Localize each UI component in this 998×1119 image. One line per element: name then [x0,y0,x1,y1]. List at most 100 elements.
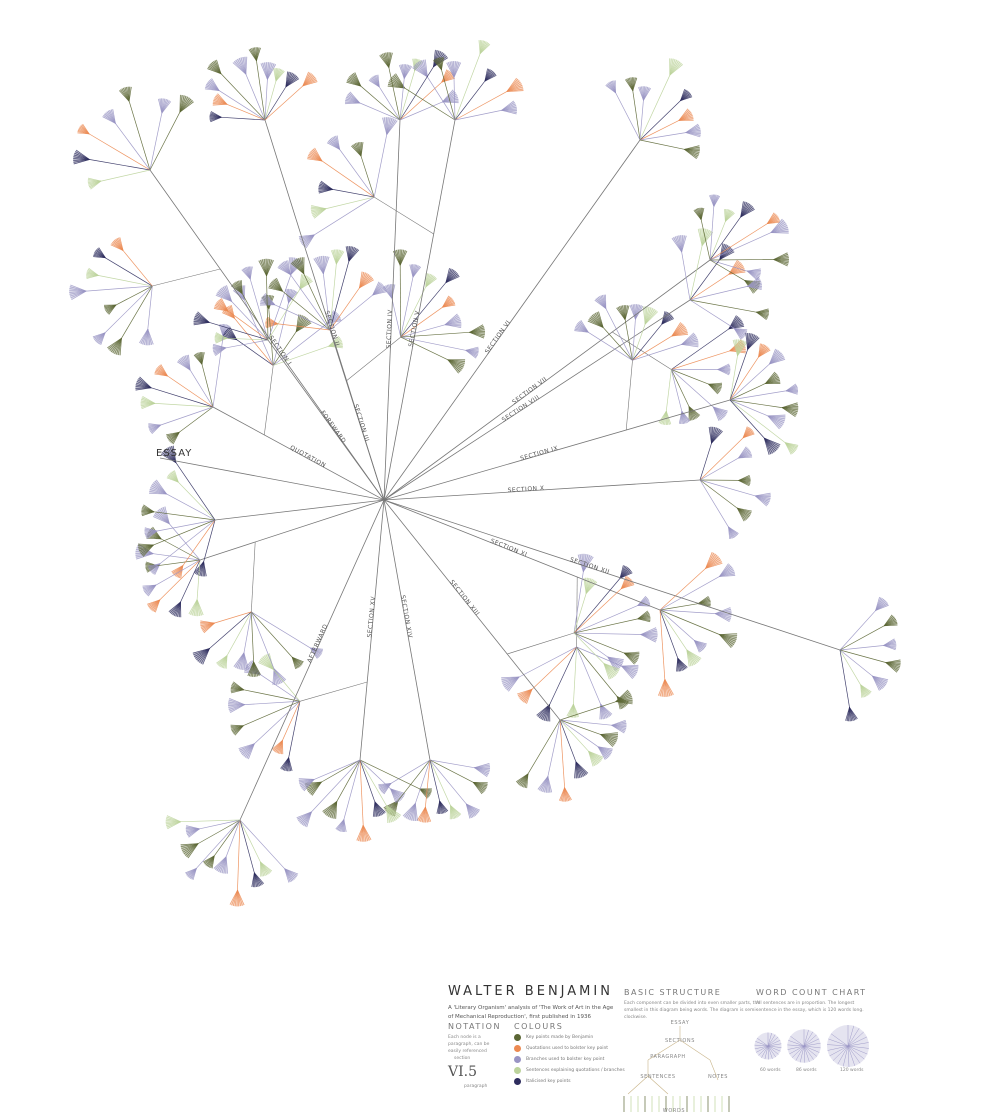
leaf-fan [409,264,422,278]
leaf-fan [140,396,156,410]
leaf-fan [285,71,300,88]
leaf-fan [447,359,466,374]
leaf-fan [678,108,694,121]
colour-item: Italicised key points [514,1078,571,1085]
leaf-fan [238,743,255,760]
section-stem [149,169,385,501]
leaf-fan [436,800,449,815]
leaf-fan [228,698,245,714]
section-stem [383,119,456,501]
leaf-fan [73,149,90,165]
leaf-fan [684,145,700,160]
leaf-fan [335,819,347,833]
leaf-fan [213,298,229,312]
leaf-fan [296,811,312,828]
leaf-fan [875,596,889,611]
leaf-fan [517,688,533,704]
leaf-fan [465,346,479,359]
leaf-fan [594,294,607,309]
leaf-fan [387,73,406,89]
leaf-fan [232,56,248,75]
leaf-fan [241,266,253,280]
leaf-fan [107,337,122,356]
leaf-fan [597,746,613,760]
structure-label: WORDS [663,1108,685,1114]
structure-text: Each component can be divided into even … [624,1001,761,1020]
leaf-fan [765,371,781,384]
leaf-fan [212,344,227,356]
wordcount-label: 86 words [796,1068,817,1073]
leaf-fan [588,750,604,767]
leaf-fan [307,147,323,162]
section-label: FOREWARD [319,409,347,444]
leaf-fan [693,640,707,653]
legend-title: WALTER BENJAMIN [448,984,613,999]
leaf-fan [605,80,616,94]
structure-label: NOTES [708,1074,728,1080]
leaf-fan [344,91,361,105]
wordcount-label: 60 words [760,1068,781,1073]
leaf-fan [712,406,728,422]
section-stem [383,399,731,501]
leaf-fan [298,778,315,792]
leaf-fan [392,249,408,266]
leaf-fan [669,58,683,76]
leaf-fan [141,504,155,517]
leaf-fan [705,551,723,569]
leaf-fan [445,268,460,284]
leaf-fan [148,423,162,435]
leaf-fan [171,565,184,579]
leaf-fan [139,328,154,346]
section-label: SECTION I [267,334,293,366]
colour-item: Sentences explaining quotations / branch… [514,1067,625,1074]
leaf-fan [209,111,222,123]
leaf-fan [883,614,898,627]
wordcount-mark [827,1025,869,1067]
leaf-fan [472,781,488,795]
notation-heading: NOTATION [448,1022,501,1031]
leaf-fan [781,402,799,417]
structure-label: PARAGRAPH [650,1054,685,1060]
leaf-fan [708,426,723,444]
section-stem [383,499,661,611]
leaf-fan [251,872,265,888]
section-label: SECTION V [408,310,422,348]
section-label: SECTION XIII [448,579,481,618]
section-label: SECTION IV [385,309,394,349]
leaf-fan [754,492,771,507]
leaf-fan [204,78,220,92]
leaf-fan [637,595,651,607]
leaf-fan [177,354,191,371]
section-label: SECTION XIV [399,595,414,640]
leaf-fan [160,445,177,463]
leaf-fan [747,276,762,290]
leaf-fan [382,117,398,135]
leaf-fan [619,565,633,579]
leaf-fan [302,71,318,87]
leaf-fan [658,679,674,697]
leaf-fan [469,324,486,339]
notation-paragraph-label: paragraph [464,1084,488,1089]
leaf-fan [359,271,374,289]
leaf-fan [566,703,579,718]
leaf-fan [147,599,161,613]
leaf-fan [883,638,897,651]
structure-heading: BASIC STRUCTURE [624,988,722,997]
leaf-fan [770,218,789,234]
wordcount-chart [754,1025,869,1068]
leaf-fan [419,788,432,799]
leaf-fan [742,426,755,439]
leaf-fan [637,610,651,623]
leaf-fan [207,59,222,75]
leaf-fan [216,655,228,669]
leaf-fan [478,40,491,55]
leaf-fan [671,235,687,253]
section-stem [383,499,841,651]
leaf-fan [87,177,102,190]
leaf-fan [213,856,228,874]
section-stem [383,119,401,501]
leaf-fan [465,803,481,819]
